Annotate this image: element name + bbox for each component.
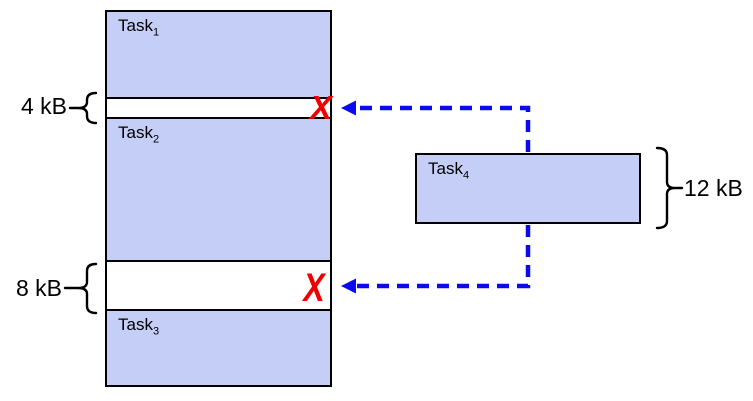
reject-x-4kb: X (309, 89, 332, 126)
task4-label-text: Task (428, 159, 463, 178)
brace-12kb (655, 146, 684, 230)
task2-block: Task2 (107, 119, 330, 262)
brace-4kb (68, 91, 98, 125)
task3-label: Task3 (118, 315, 159, 341)
brace-8kb (63, 262, 98, 315)
task4-label-subscript: 4 (462, 169, 470, 182)
task2-label-text: Task (118, 123, 153, 142)
task1-label: Task1 (118, 16, 159, 42)
task1-block: Task1 (107, 12, 330, 99)
gap-8kb-size-label: 8 kB (15, 275, 62, 301)
gap-4kb-size-label: 4 kB (20, 93, 67, 119)
task3-label-subscript: 3 (152, 325, 160, 338)
gap-4kb (107, 99, 330, 119)
arrow-to-8kb-gap (354, 225, 531, 289)
task4-size-label: 12 kB (684, 175, 743, 201)
arrow-to-4kb-gap (354, 105, 531, 152)
task2-label: Task2 (118, 123, 159, 149)
memory-column: Task1 Task2 Task3 (105, 10, 332, 387)
arrowhead-8kb (341, 278, 356, 294)
task3-label-text: Task (118, 315, 153, 334)
gap-8kb (107, 262, 330, 311)
task4-label: Task4 (428, 159, 469, 185)
task4-block: Task4 (415, 153, 641, 224)
task1-label-text: Task (118, 16, 153, 35)
task1-label-subscript: 1 (152, 26, 160, 39)
task2-label-subscript: 2 (152, 133, 160, 146)
task3-block: Task3 (107, 311, 330, 385)
reject-x-8kb: X (303, 265, 325, 310)
arrowhead-4kb (341, 100, 356, 116)
